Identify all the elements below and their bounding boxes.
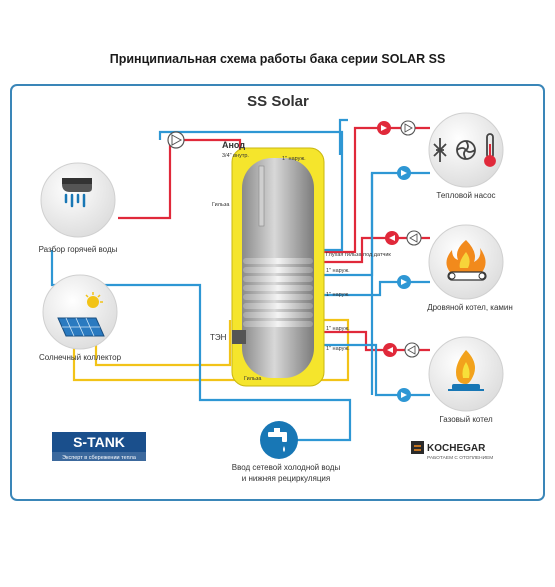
kochegar-name: KOCHEGAR [427,443,486,454]
kochegar-slogan: РАБОТАЕМ С ОТОПЛЕНИЕМ [427,455,493,461]
stank-logo: S-TANK Эксперт в сбережении тепла [52,432,146,461]
gilza-top-label: Гильза [212,202,230,208]
cold-water-label-2: и нижняя рециркуляция [242,474,330,483]
faucet-icon [268,428,287,452]
hot-water-device: Разбор горячей воды [39,162,118,254]
hot-water-label: Разбор горячей воды [39,245,118,254]
page-title: Принципиальная схема работы бака серии S… [109,52,446,66]
solar-device: Солнечный коллектор [39,274,122,362]
solar-panel-icon [57,292,105,337]
shower-icon [62,178,92,208]
gas-pump-icon [404,342,420,358]
diagram-frame [10,84,545,501]
ten-label: ТЭН [210,333,227,342]
fire-wood-icon [446,240,487,281]
gas-boiler-label: Газовый котел [439,415,493,424]
ten-element [232,330,246,344]
wood-pump-icon [406,230,422,246]
flow-markers [377,120,422,402]
kochegar-logo: KOCHEGAR РАБОТАЕМ С ОТОПЛЕНИЕМ [411,441,493,461]
tank-labels: Анод 3/4" внутр. 1" наруж. Гильза Глухая… [210,140,391,382]
blind-sleeve-label: Глухая гильза под датчик [326,252,391,258]
stank-slogan: Эксперт в сбережении тепла [62,455,137,461]
port1-label: 1" наруж. [326,268,350,274]
top-outlet-label: 1" наруж. [282,156,306,162]
port3-label: 1" наруж. [326,326,350,332]
wood-boiler-device: Дровяной котел, камин [427,224,513,312]
wood-boiler-label: Дровяной котел, камин [427,303,513,312]
hot-line-gas [322,330,430,352]
cold-line-heat-pump [322,171,430,277]
cold-line-pump-top [158,130,344,252]
hp-pump-icon [400,120,416,136]
stank-name: S-TANK [73,434,125,450]
cold-water-label-1: Ввод сетевой холодной воды [232,463,341,472]
anode-thread-label: 3/4" внутр. [222,153,249,159]
port4-label: 1" наруж. [326,346,350,352]
anode-rod [258,165,265,227]
gas-boiler-device: Газовый котел [428,336,504,424]
heat-pump-device: Тепловой насос [428,112,504,200]
solar-line-supply [94,320,232,367]
solar-line-return [72,318,350,382]
anode-label: Анод [222,140,245,150]
gas-flame-icon [448,350,484,391]
tank [231,147,325,387]
solar-label: Солнечный коллектор [39,353,122,362]
diagram-title: SS Solar [247,93,309,110]
tank-coil [243,258,313,327]
gilza-bottom-label: Гильза [244,376,262,382]
cold-water-device: Ввод сетевой холодной воды и нижняя реци… [232,421,341,483]
cold-line-hp [338,118,348,155]
heat-pump-label: Тепловой насос [436,191,495,200]
cold-line-main [50,250,352,442]
heat-pump-icon [433,133,496,167]
pump-icon [167,131,185,149]
port2-label: 1" наруж. [326,292,350,298]
hot-line-heat-pump [322,126,430,254]
